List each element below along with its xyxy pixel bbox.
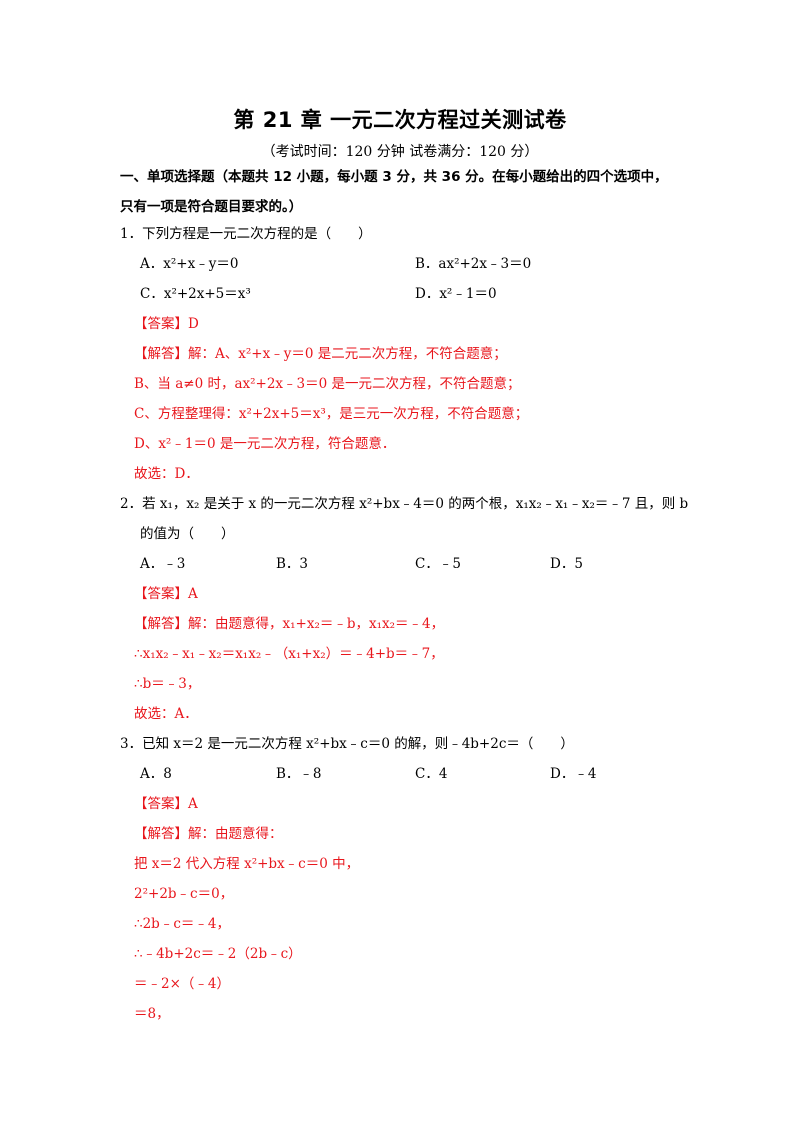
section-heading-line-1: 一、单项选择题（本题共 12 小题，每小题 3 分，共 36 分。在每小题给出的…	[120, 169, 668, 185]
question-3-explain-line: 把 x＝2 代入方程 x²+bx﹣c＝0 中，	[134, 856, 360, 872]
question-3-explain-line: ＝﹣2×（﹣4）	[134, 976, 230, 992]
question-1-explain-line: D、x²﹣1＝0 是一元二次方程，符合题意．	[134, 436, 396, 452]
question-2-explain-line: 【解答】解：由题意得，x₁+x₂＝﹣b，x₁x₂＝﹣4，	[134, 616, 445, 632]
question-3-explain-line: 2²+2b﹣c＝0，	[134, 886, 234, 902]
question-1-option-d: D．x²﹣1＝0	[415, 286, 497, 302]
question-2-option-a: A．﹣3	[140, 556, 186, 572]
page-subtitle: （考试时间：120 分钟 试卷满分：120 分）	[261, 144, 539, 160]
question-3-stem: 3．已知 x＝2 是一元二次方程 x²+bx﹣c＝0 的解，则﹣4b+2c＝（ …	[120, 736, 574, 752]
question-3-option-c: C．4	[415, 766, 448, 782]
question-2-explain-line: 故选：A．	[134, 706, 198, 722]
question-1-explain-line: B、当 a≠0 时，ax²+2x﹣3＝0 是一元二次方程，不符合题意；	[134, 376, 521, 392]
question-2-option-d: D．5	[550, 556, 583, 572]
question-3-option-a: A．8	[140, 766, 172, 782]
question-3-explain-line: ＝8，	[134, 1006, 170, 1022]
question-2-option-b: B．3	[276, 556, 309, 572]
question-2-explain-line: ∴x₁x₂﹣x₁﹣x₂＝x₁x₂﹣（x₁+x₂）＝﹣4+b＝﹣7，	[134, 646, 444, 662]
question-1-explain-line: 【解答】解：A、x²+x﹣y＝0 是二元二次方程，不符合题意；	[134, 346, 507, 362]
question-3-answer: 【答案】A	[134, 796, 198, 812]
question-2-explain-line: ∴b＝﹣3，	[134, 676, 201, 692]
question-3-explain-line: ∴﹣4b+2c＝﹣2（2b﹣c）	[134, 946, 302, 962]
question-2-answer: 【答案】A	[134, 586, 198, 602]
question-1-option-b: B．ax²+2x﹣3＝0	[415, 256, 532, 272]
question-3-option-d: D．﹣4	[550, 766, 597, 782]
question-2-option-c: C．﹣5	[415, 556, 461, 572]
question-1-explain-line: 故选：D．	[134, 466, 199, 482]
section-heading-line-2: 只有一项是符合题目要求的。）	[120, 199, 303, 215]
question-2-stem-continued: 的值为（ ）	[140, 526, 235, 542]
question-1-answer: 【答案】D	[134, 316, 199, 332]
question-1-stem: 1．下列方程是一元二次方程的是（ ）	[120, 226, 372, 242]
question-1-option-c: C．x²+2x+5＝x³	[140, 286, 251, 302]
page-title: 第 21 章 一元二次方程过关测试卷	[233, 108, 567, 132]
question-3-explain-line: ∴2b﹣c＝﹣4，	[134, 916, 230, 932]
question-2-stem: 2．若 x₁，x₂ 是关于 x 的一元二次方程 x²+bx﹣4＝0 的两个根，x…	[120, 496, 689, 512]
question-1-option-a: A．x²+x﹣y＝0	[140, 256, 239, 272]
question-1-explain-line: C、方程整理得：x²+2x+5＝x³，是三元一次方程，不符合题意；	[134, 406, 529, 422]
question-3-explain-line: 【解答】解：由题意得：	[134, 826, 283, 842]
question-3-option-b: B．﹣8	[276, 766, 322, 782]
